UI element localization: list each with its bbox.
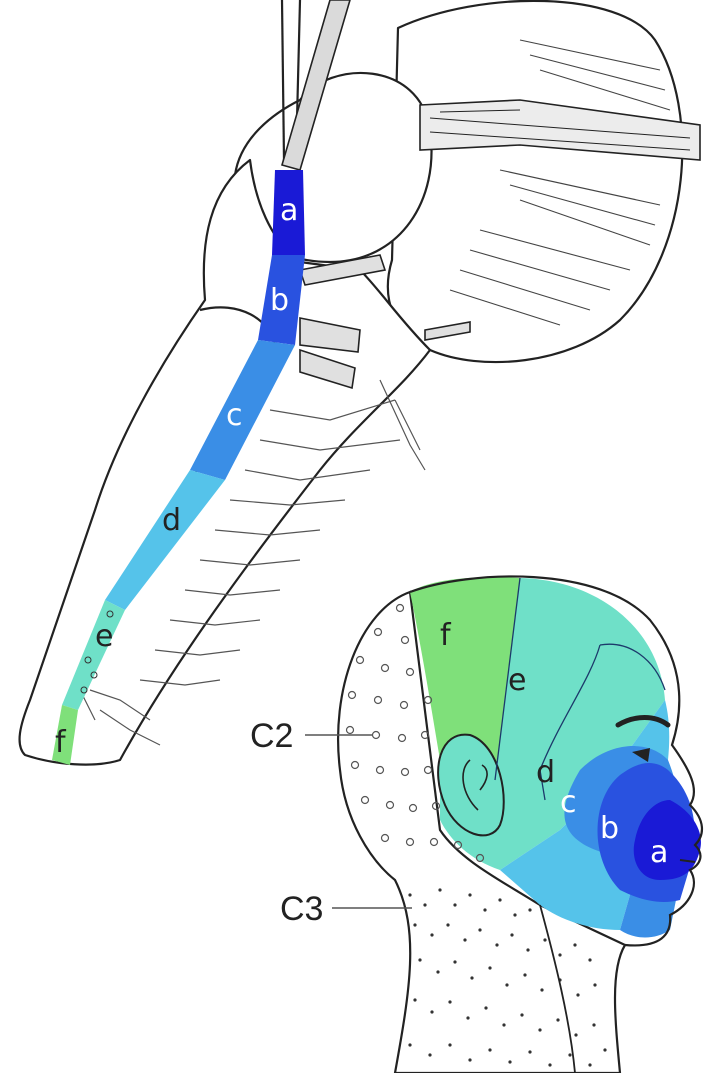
c3-label: C3 <box>280 890 323 928</box>
cerebellum-outline <box>388 1 682 362</box>
c2-label: C2 <box>250 717 293 755</box>
head-label-d: d <box>536 755 555 790</box>
head-label-f: f <box>440 618 452 653</box>
cord-label-b: b <box>270 283 289 318</box>
head-label-c: c <box>560 785 577 820</box>
cord-label-f: f <box>55 725 67 760</box>
cord-label-c: c <box>226 398 243 433</box>
head-figure: f e d c b a C2 C3 <box>250 576 702 1073</box>
cord-label-e: e <box>95 619 113 654</box>
head-label-a: a <box>650 835 668 870</box>
cord-label-a: a <box>280 193 298 228</box>
head-label-b: b <box>600 811 619 846</box>
cord-label-d: d <box>162 503 181 538</box>
head-label-e: e <box>508 663 526 698</box>
